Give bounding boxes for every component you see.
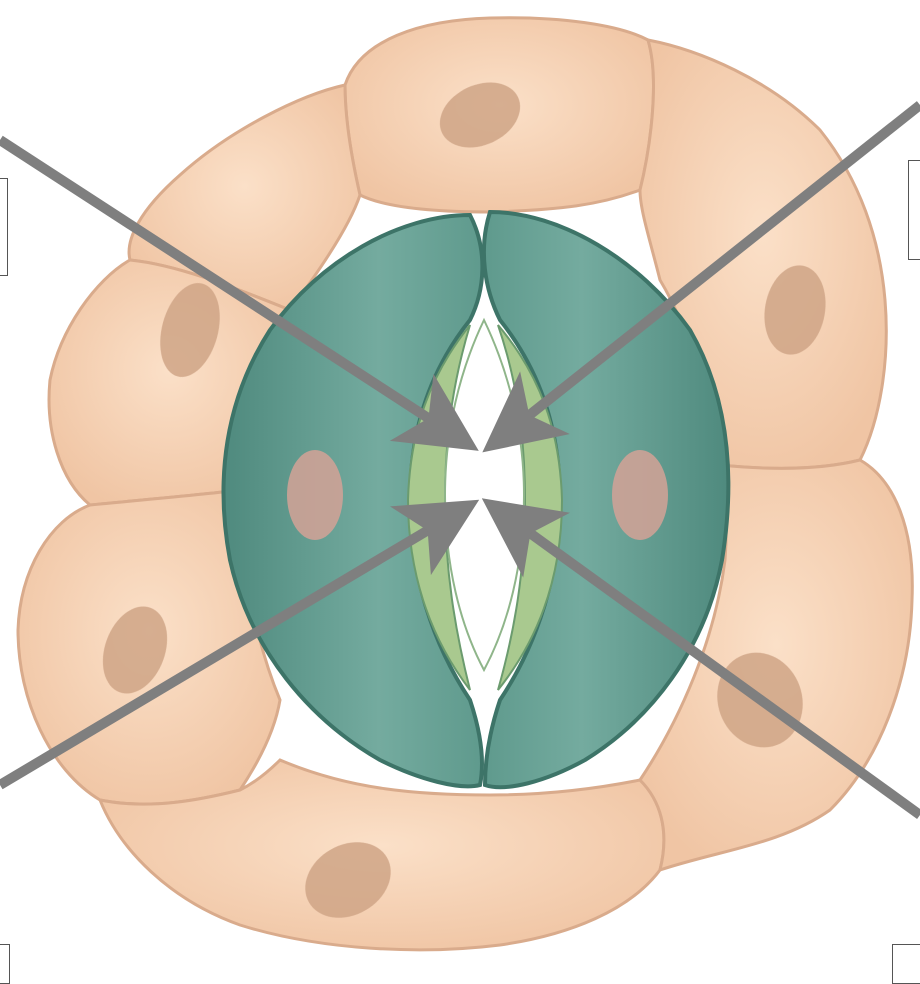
label-box-top-left <box>0 178 8 276</box>
stomata-diagram <box>0 0 920 957</box>
guard-cells <box>223 212 728 787</box>
guard-nucleus-left <box>287 450 343 540</box>
guard-nucleus-right <box>612 450 668 540</box>
label-box-bottom-right <box>892 944 920 984</box>
label-box-bottom-left <box>0 944 10 984</box>
label-box-top-right <box>908 160 920 260</box>
